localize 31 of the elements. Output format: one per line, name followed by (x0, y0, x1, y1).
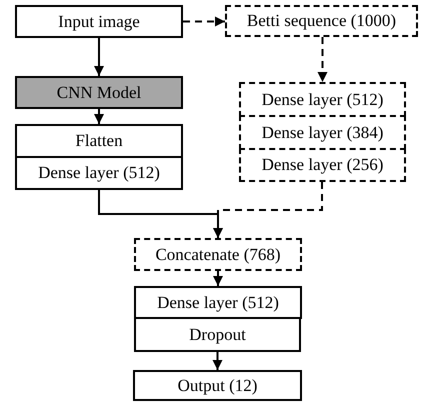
layer-box (15, 124, 183, 158)
layer-box (239, 148, 406, 182)
layer-box (134, 317, 301, 352)
layer-box (15, 156, 183, 190)
layer-box (239, 115, 406, 150)
box-label: Dense layer (256) (262, 155, 384, 175)
layer-box (134, 286, 302, 319)
box-label: Output (12) (178, 376, 258, 396)
layer-box (15, 5, 183, 38)
box-label: Dense layer (512) (262, 90, 384, 110)
arrow (98, 190, 223, 238)
box-label: Dropout (189, 324, 246, 344)
box-label: CNN Model (56, 82, 142, 102)
arrow (94, 109, 104, 124)
box-label: Betti sequence (1000) (246, 11, 396, 31)
layer-box (225, 5, 418, 37)
layer-box (134, 238, 302, 271)
box-label: Flatten (75, 131, 123, 151)
arrow (183, 16, 225, 26)
box-label: Dense layer (512) (157, 292, 279, 312)
layer-box (133, 370, 302, 401)
model-box (15, 76, 183, 109)
box-label: Dense layer (384) (262, 122, 384, 142)
arrow (94, 38, 104, 76)
box-label: Concatenate (768) (155, 244, 281, 264)
arrow (318, 37, 328, 82)
box-label: Input image (58, 12, 140, 32)
layer-box (239, 82, 406, 117)
box-label: Dense layer (512) (38, 163, 160, 183)
arrow (212, 352, 222, 370)
arrow (213, 271, 223, 286)
